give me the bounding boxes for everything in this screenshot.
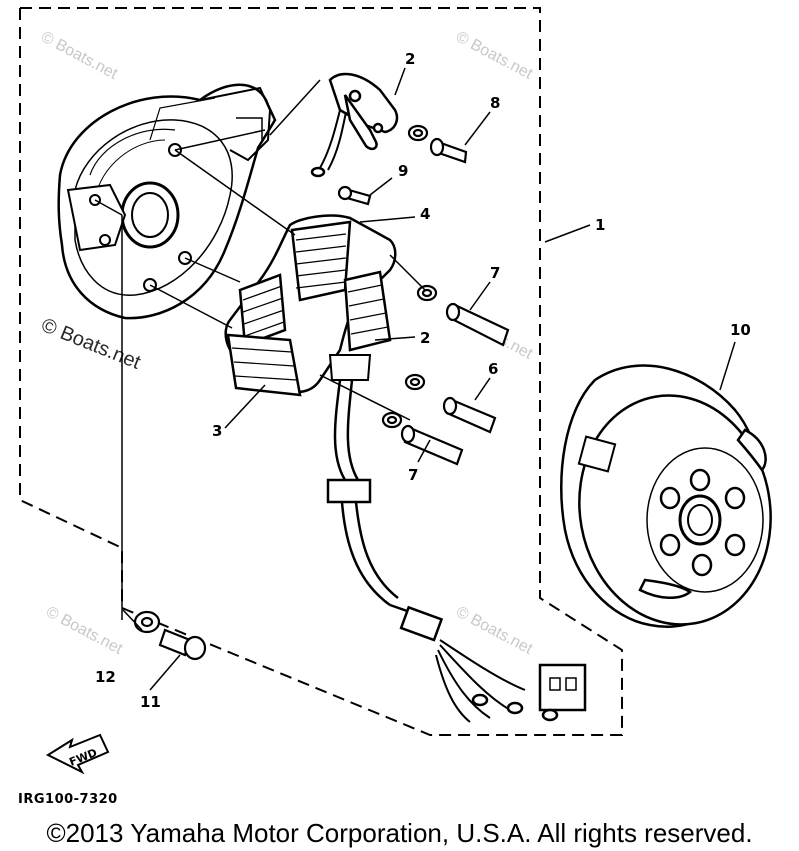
callout-1: 1 xyxy=(595,216,605,234)
callout-4: 4 xyxy=(420,205,430,223)
callout-11: 11 xyxy=(140,693,161,711)
assembly-outline xyxy=(19,7,623,736)
stator-base-plate xyxy=(57,83,277,320)
callout-2: 2 xyxy=(420,329,430,347)
pickup-coil-bracket xyxy=(310,72,399,178)
watermark-bottom-right: © Boats.net xyxy=(453,604,535,659)
stator-coil xyxy=(224,214,397,397)
callout-3: 3 xyxy=(212,422,222,440)
callout-7-lower: 7 xyxy=(408,466,418,484)
flywheel-rotor xyxy=(560,364,772,628)
callout-12: 12 xyxy=(95,668,116,686)
diagram-code: IRG100-7320 xyxy=(18,792,118,807)
callout-6: 6 xyxy=(488,360,498,378)
copyright-notice: ©2013 Yamaha Motor Corporation, U.S.A. A… xyxy=(46,818,753,848)
callout-7-upper: 7 xyxy=(490,264,500,282)
watermark-top-left: © Boats.net xyxy=(38,29,120,84)
callout-8: 8 xyxy=(490,94,500,112)
leader-lines xyxy=(94,67,736,691)
callout-9: 9 xyxy=(398,162,408,180)
wire-harness xyxy=(326,379,587,723)
callout-10: 10 xyxy=(730,321,751,339)
callout-labels: 2 8 9 4 1 7 2 10 6 3 7 12 11 xyxy=(95,50,751,711)
watermark-top-right: © Boats.net xyxy=(453,29,535,84)
callout-5: 2 xyxy=(405,50,415,68)
forward-arrow: FWD xyxy=(45,733,110,775)
watermark-bottom-left: © Boats.net xyxy=(43,604,125,659)
watermark-left: © Boats.net xyxy=(38,314,144,374)
fasteners xyxy=(133,124,510,661)
